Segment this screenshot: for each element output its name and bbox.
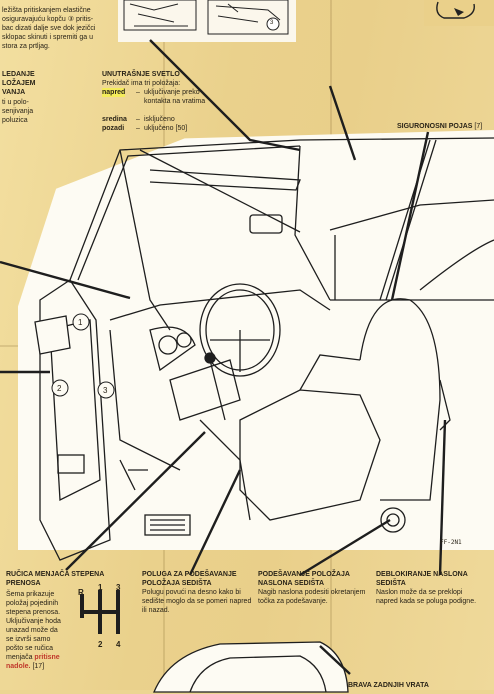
gear-R-label: R [78,588,84,597]
rear-lock-title: BRAVA ZADNJIH VRATA [348,682,429,689]
gear-1-label: 1 [98,583,103,592]
left-fragment-title: LEDANJE LOŽAJEM VANJA [2,71,36,96]
seat-lever-body: Polugu povući na desno kako bi sedište m… [142,589,252,614]
rear-hatch-illustration [153,641,351,693]
seat-back-body: Nagib naslona podesiti okretanjem točka … [258,589,366,605]
callout-number-1: 1 [78,318,83,327]
light-rear-text: uključeno [50] [144,125,188,132]
light-rear-label: pozadi [102,125,125,132]
hook-illustration [436,1,475,19]
seatbelt-title: SIGURONOSNI POJAS [7] [397,123,483,130]
top-left-text: ležišta pritiskanjem elastične osigurava… [2,7,96,50]
gear-2-label: 2 [98,640,103,649]
top-inset-panel: 3 [118,0,296,42]
interior-light-title: UNUTRAŠNJE SVETLO [102,71,180,78]
figure-code: FF-2N1 [440,539,462,546]
callout-number-2: 2 [57,384,62,393]
callout-number-3: 3 [103,386,108,395]
light-front-label: napred [102,88,126,97]
light-middle-text: isključeno [144,116,175,123]
interior-light-section: UNUTRAŠNJE SVETLO Prekidač ima tri polož… [102,70,222,133]
light-middle-label: sredina [102,116,127,123]
interior-light-intro: Prekidač ima tri položaja: [102,80,181,87]
seat-clip-illustration [123,0,289,35]
gear-4-label: 4 [116,640,121,649]
callout-number-3-top: 3 [270,20,274,26]
gear-pattern-diagram [80,590,120,634]
hook-inset [424,0,494,26]
gear-3-label: 3 [116,583,121,592]
left-fragment-body: ti u polo- senjivanja poluzica [2,99,34,124]
seat-unlock-body: Naslon može da se preklopi napred kada s… [376,589,477,605]
light-front-text: uključivanje preko kontakta na vratima [144,89,206,105]
gear-shift-body: Šema prikazuje položaj pojedinih stepena… [6,591,61,670]
